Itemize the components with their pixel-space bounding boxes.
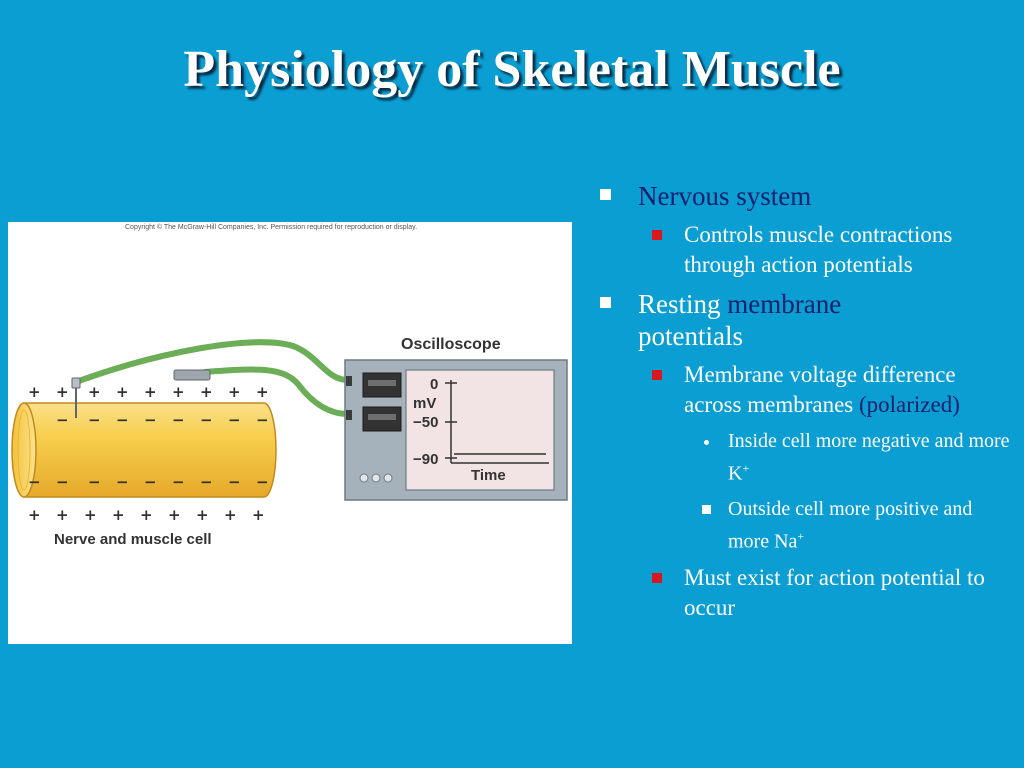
cylinder-end <box>11 402 37 498</box>
plus-sign: + <box>28 383 41 401</box>
recording-electrode <box>71 377 81 389</box>
dot-bullet-icon <box>704 440 709 445</box>
superscript: + <box>797 528 805 543</box>
control-knob <box>371 473 381 483</box>
bullet-text: Must exist for action potential to occur <box>684 565 985 621</box>
minus-sign: − <box>144 411 157 429</box>
plus-sign: + <box>196 506 209 524</box>
plus-sign: + <box>172 383 185 401</box>
slide-title: Physiology of Skeletal Muscle <box>183 41 841 98</box>
control-knob <box>359 473 369 483</box>
bullet-membrane-voltage: Membrane voltage difference across membr… <box>600 360 1010 420</box>
plus-sign: + <box>56 506 69 524</box>
red-square-bullet-icon <box>652 370 662 380</box>
oscilloscope-screen <box>405 369 555 491</box>
minus-sign: − <box>172 411 185 429</box>
plus-sign: + <box>84 506 97 524</box>
highlight-term: (polarized) <box>859 392 960 417</box>
x-axis-label: Time <box>471 467 506 484</box>
plus-sign: + <box>140 506 153 524</box>
bullet-must-exist: Must exist for action potential to occur <box>600 563 1010 623</box>
plus-sign: + <box>112 506 125 524</box>
plus-sign: + <box>56 383 69 401</box>
plus-sign: + <box>88 383 101 401</box>
highlight-term: membrane <box>727 289 842 319</box>
minus-sign: − <box>172 473 185 491</box>
figure-panel: Copyright © The McGraw-Hill Companies, I… <box>8 222 572 644</box>
bullet-text: Nervous system <box>638 181 812 211</box>
minus-sign: − <box>200 473 213 491</box>
bullet-text: Inside cell more negative and more K <box>728 430 1010 485</box>
reference-wire <box>202 366 351 417</box>
bullet-text: Resting <box>638 289 728 319</box>
minus-sign: − <box>116 473 129 491</box>
figure-caption: Nerve and muscle cell <box>54 531 212 548</box>
minus-sign: − <box>256 411 269 429</box>
oscilloscope-diagram: Copyright © The McGraw-Hill Companies, I… <box>11 223 568 548</box>
plus-sign: + <box>168 506 181 524</box>
y-tick-minus-90: −90 <box>413 451 438 468</box>
plus-sign: + <box>200 383 213 401</box>
plus-sign: + <box>252 506 265 524</box>
bullet-text: Membrane voltage difference across membr… <box>684 362 956 417</box>
input-port <box>346 376 352 386</box>
minus-sign: − <box>200 411 213 429</box>
minus-sign: − <box>56 411 69 429</box>
plus-sign: + <box>144 383 157 401</box>
minus-sign: − <box>116 411 129 429</box>
minus-sign: − <box>56 473 69 491</box>
reference-electrode <box>173 369 211 381</box>
bullet-outside-cell: Outside cell more positive and more Na+ <box>600 496 1010 556</box>
bullet-inside-cell: Inside cell more negative and more K+ <box>600 428 1010 488</box>
bullet-controls: Controls muscle contractions through act… <box>600 220 1010 280</box>
minus-sign: − <box>256 473 269 491</box>
plus-sign: + <box>28 506 41 524</box>
plus-sign: + <box>228 383 241 401</box>
minus-sign: − <box>28 473 41 491</box>
plus-sign: + <box>256 383 269 401</box>
bullet-resting-potentials: Resting membrane potentials <box>600 288 1010 352</box>
input-port <box>346 410 352 420</box>
y-unit-label: mV <box>413 395 436 412</box>
bullet-list: Nervous system Controls muscle contracti… <box>600 180 1010 631</box>
superscript: + <box>742 461 750 475</box>
minus-sign: − <box>88 411 101 429</box>
bullet-nervous-system: Nervous system <box>600 180 1010 212</box>
muscle-cell-cylinder <box>23 402 277 498</box>
plus-sign: + <box>224 506 237 524</box>
control-knob <box>383 473 393 483</box>
minus-sign: − <box>228 411 241 429</box>
minus-sign: − <box>144 473 157 491</box>
square-bullet-icon <box>600 189 611 200</box>
minus-sign: − <box>88 473 101 491</box>
bullet-text: Controls muscle contractions through act… <box>684 222 953 277</box>
bullet-text: Outside cell more positive and more Na <box>728 497 973 553</box>
y-tick-minus-50: −50 <box>413 414 438 431</box>
electrode-wire <box>73 339 351 385</box>
bullet-text: potentials <box>638 321 743 351</box>
red-square-bullet-icon <box>652 573 662 584</box>
square-bullet-icon <box>702 504 711 514</box>
y-tick-0: 0 <box>430 376 438 393</box>
red-square-bullet-icon <box>652 230 662 240</box>
square-bullet-icon <box>600 297 611 308</box>
copyright-notice: Copyright © The McGraw-Hill Companies, I… <box>125 223 417 231</box>
minus-sign: − <box>228 473 241 491</box>
plus-sign: + <box>116 383 129 401</box>
oscilloscope-label: Oscilloscope <box>401 336 501 353</box>
